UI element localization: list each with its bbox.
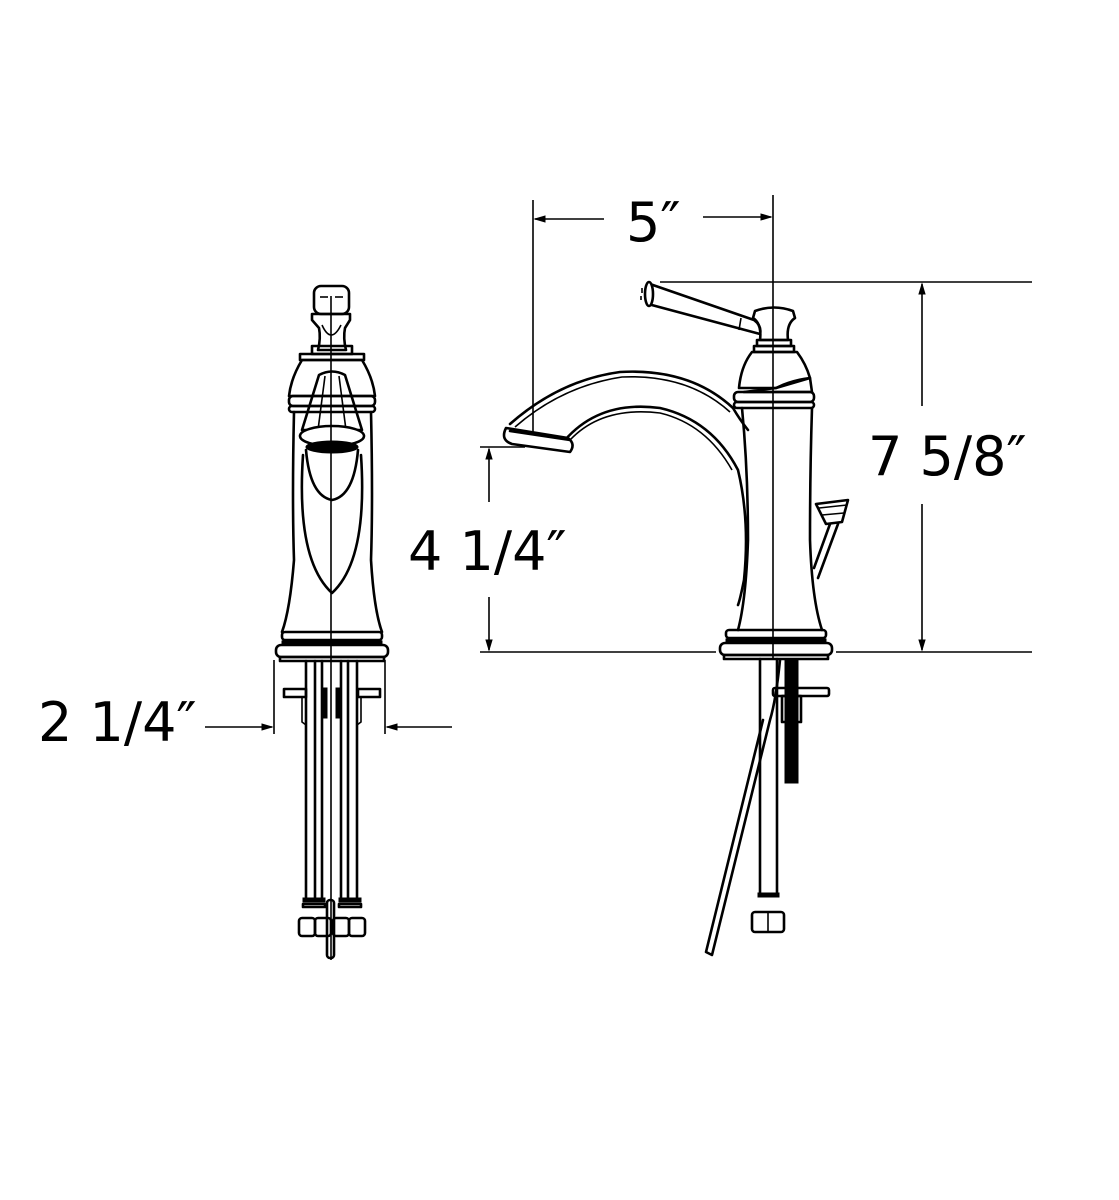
front-view [274,284,390,960]
spout-height-label: 4 1/4″ [408,520,567,583]
base-width-dimension [205,660,452,734]
overall-height-dimension [660,281,1032,652]
overall-height-label: 7 5/8″ [868,425,1027,488]
spout-reach-label: 5″ [626,191,681,254]
spout-reach-dimension [532,200,773,432]
side-view [502,195,850,957]
spout-height-dimension [480,446,1032,653]
base-width-label: 2 1/4″ [38,691,197,754]
